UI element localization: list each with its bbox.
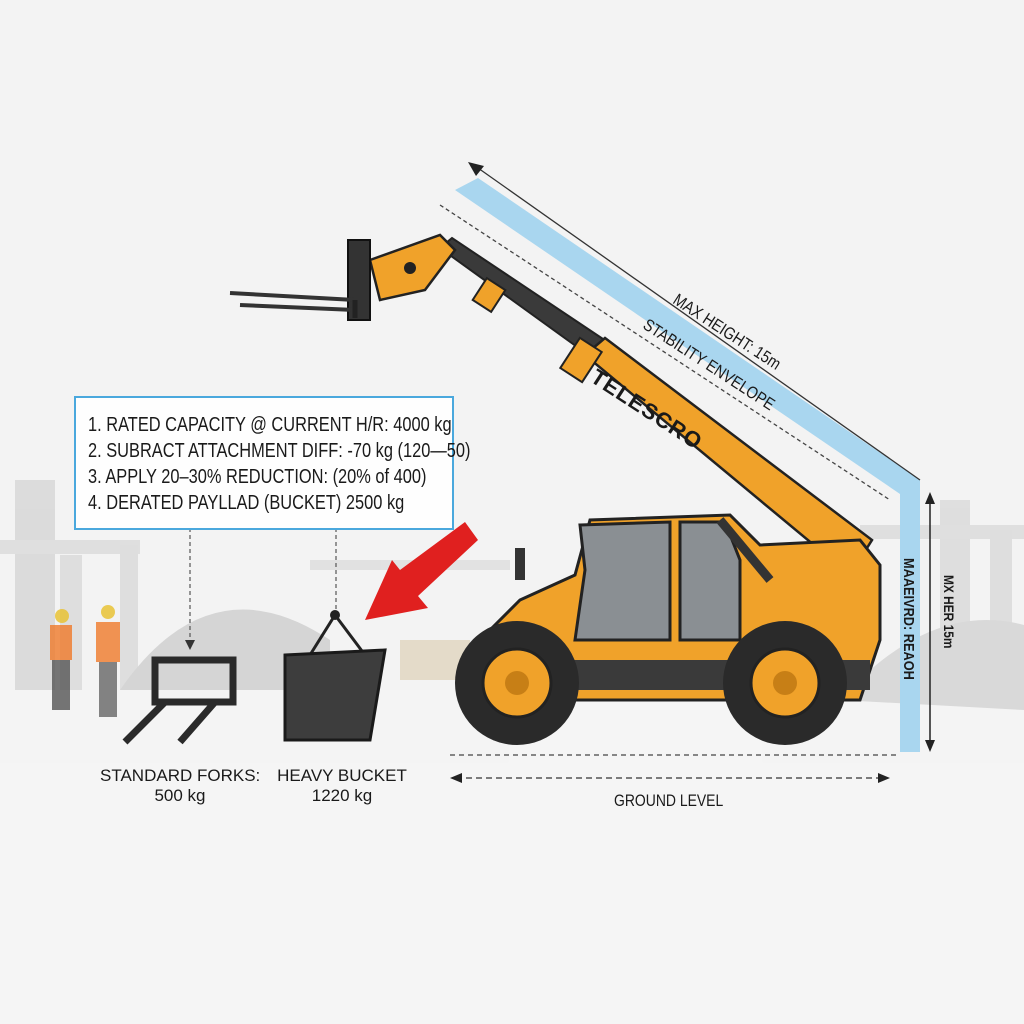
forks-label: STANDARD FORKS: 500 kg [100,766,260,806]
telescopic-boom [368,233,874,577]
bucket-weight: 1220 kg [311,786,373,805]
workers [50,605,120,717]
ground-level-label: GROUND LEVEL [614,791,724,810]
calculation-step: 4. DERATED PAYLLAD (BUCKET) 2500 kg [88,492,405,514]
fork-carriage [229,239,371,321]
forks-name: STANDARD FORKS: [100,766,261,785]
vertical-reach-label: MAAEIVRD: REAOH [900,558,917,680]
wheels [455,621,847,745]
calculation-step: 2. SUBRACT ATTACHMENT DIFF: -70 kg (120—… [88,440,471,462]
ground-level-line [450,754,900,783]
derating-calculation-box: 1. RATED CAPACITY @ CURRENT H/R: 4000 kg… [74,396,471,530]
bucket-name: HEAVY BUCKET [277,766,407,785]
stability-envelope [439,162,935,752]
bucket-label: HEAVY BUCKET 1220 kg [262,766,422,806]
calculation-step: 3. APPLY 20–30% REDUCTION: (20% of 400) [88,466,427,488]
vertical-height-label: MX HER 15m [941,575,957,649]
red-arrow-icon [365,522,478,620]
calculation-step: 1. RATED CAPACITY @ CURRENT H/R: 4000 kg [88,414,452,436]
standard-forks-attachment [122,656,237,745]
forks-weight: 500 kg [154,786,206,805]
heavy-bucket-attachment [283,610,387,742]
